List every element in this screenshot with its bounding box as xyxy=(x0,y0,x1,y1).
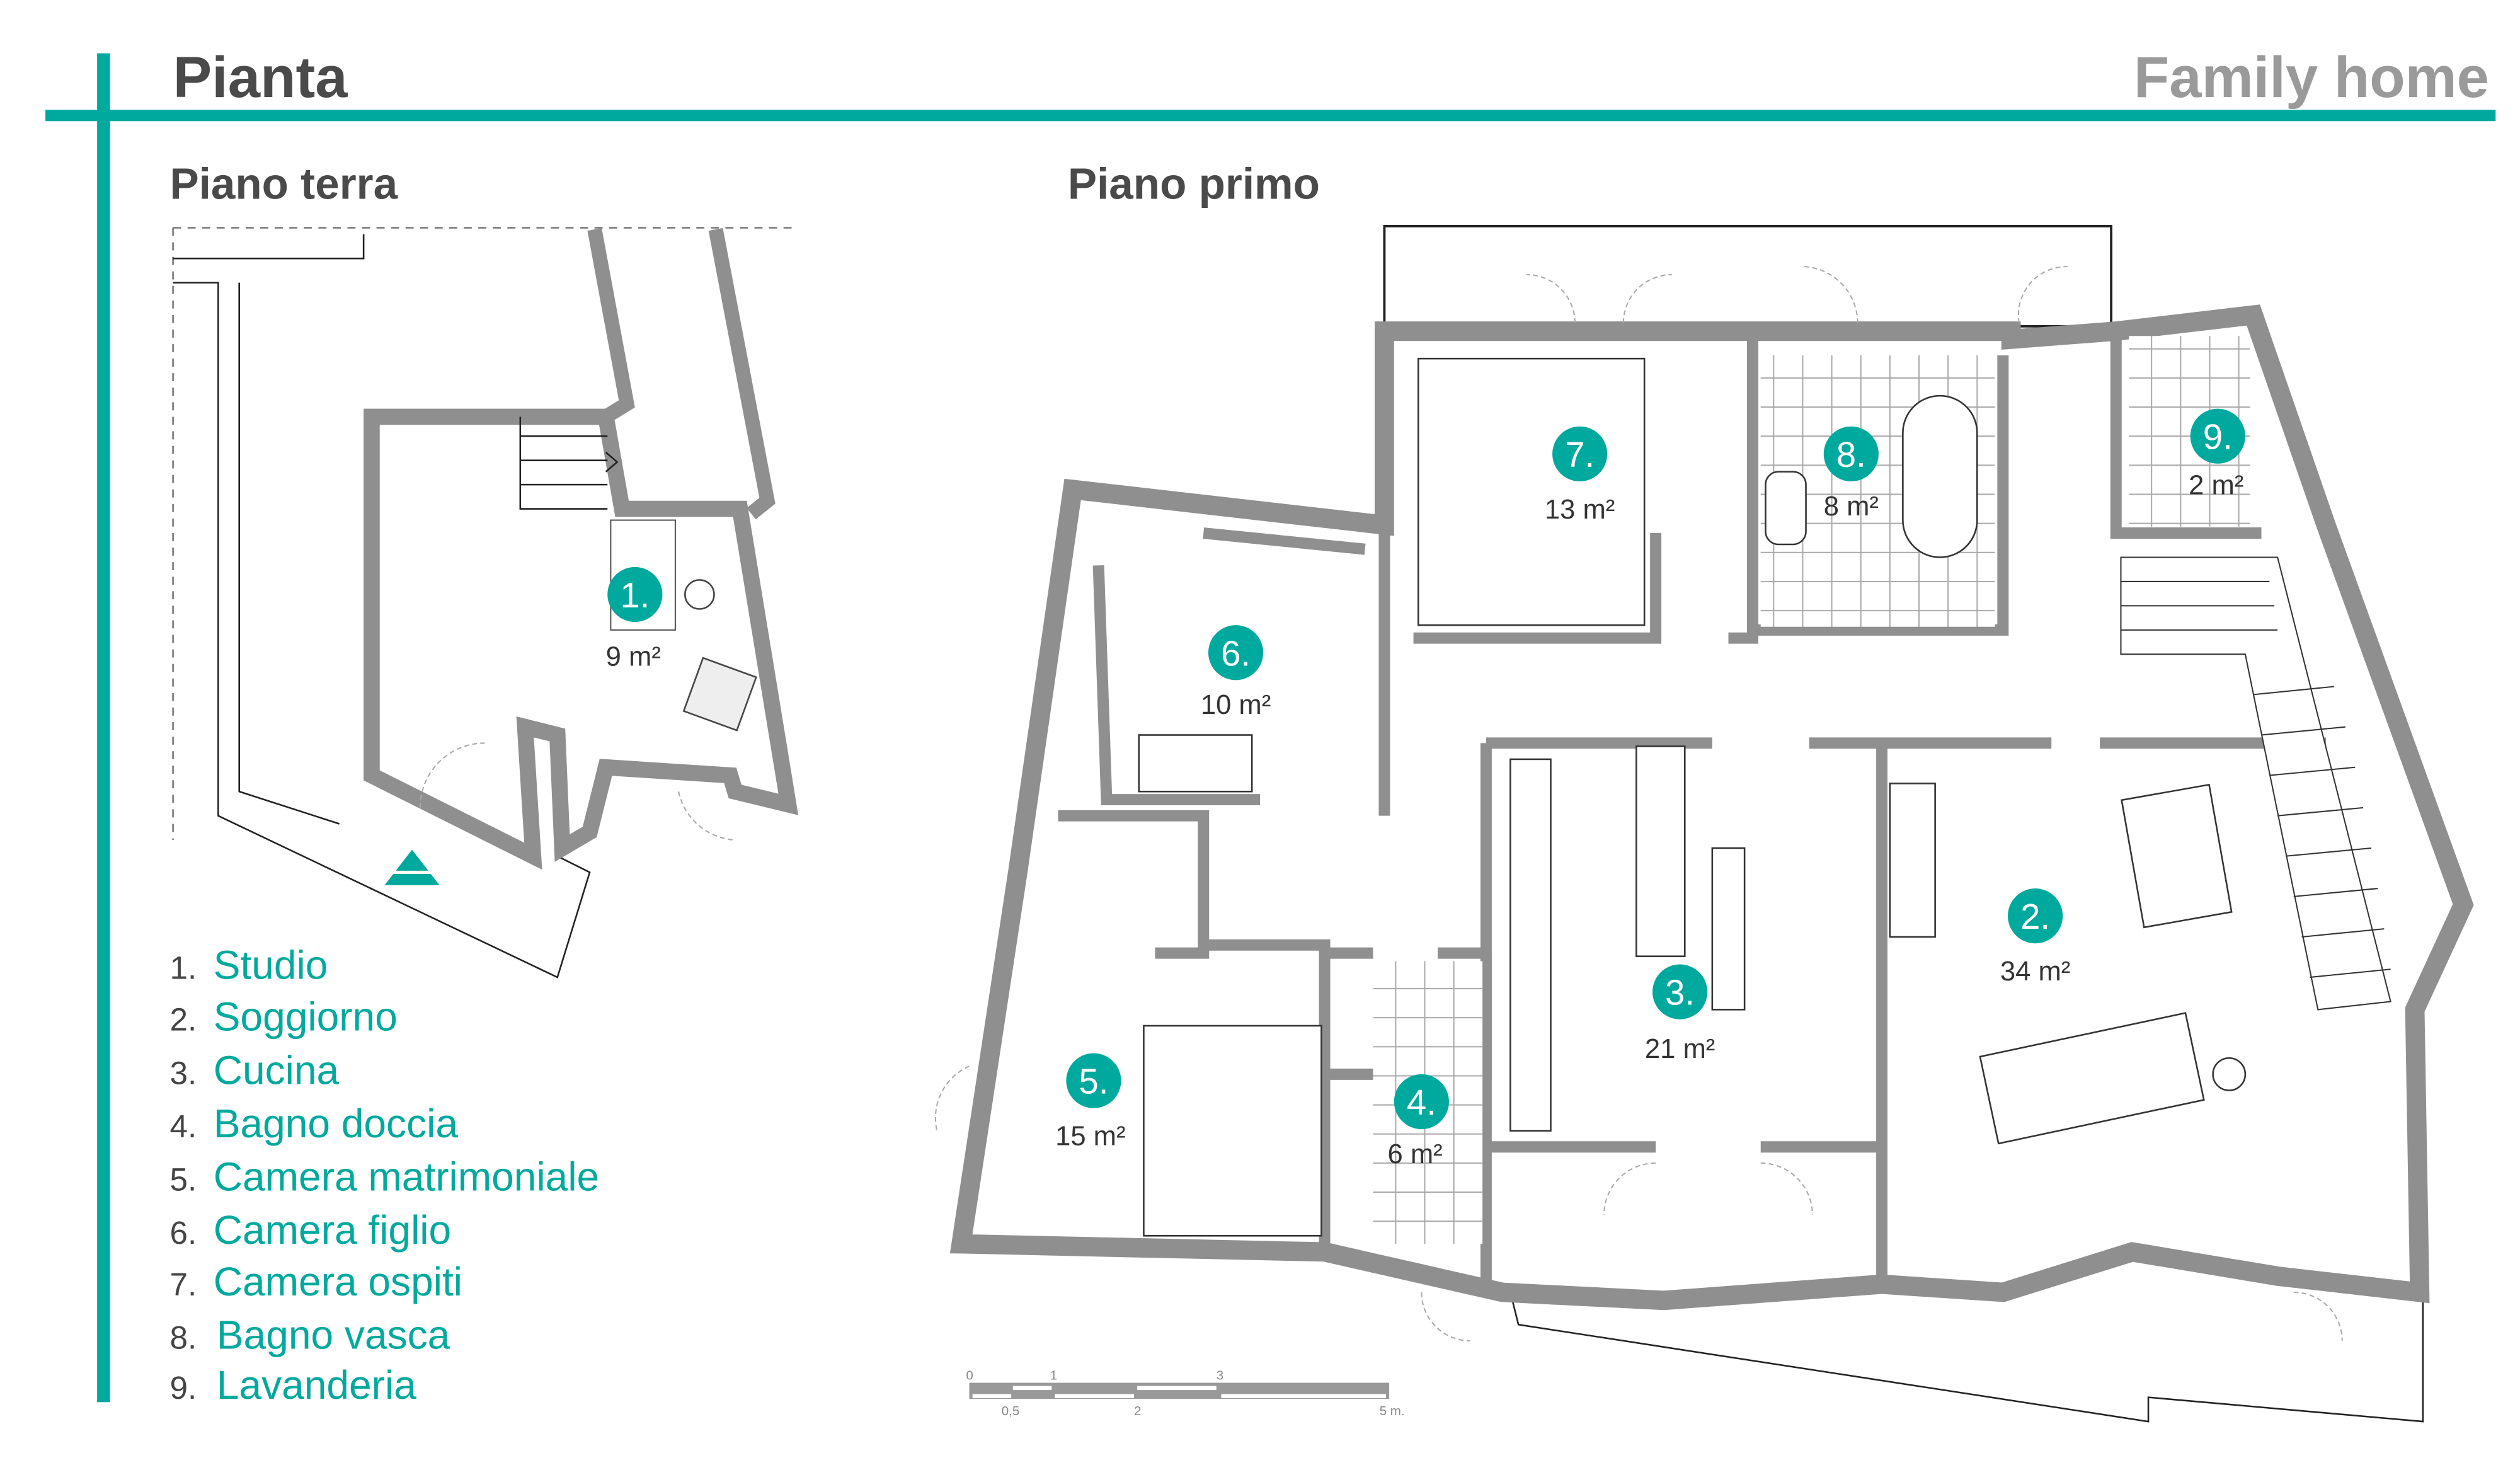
first-floor-plan xyxy=(934,225,2474,1423)
svg-text:5 m.: 5 m. xyxy=(1380,1404,1405,1418)
svg-text:Studio: Studio xyxy=(214,943,328,988)
room-marker-9: 9. 2 m² xyxy=(2189,408,2245,501)
room-legend: 1. Studio 2. Soggiorno 3. Cucina 4. Bagno do… xyxy=(169,943,599,1408)
legend-item: 2. Soggiorno xyxy=(169,994,397,1040)
svg-text:7.: 7. xyxy=(1565,435,1595,474)
svg-text:9.: 9. xyxy=(169,1370,197,1406)
svg-text:6.: 6. xyxy=(169,1215,197,1251)
svg-text:Lavanderia: Lavanderia xyxy=(217,1362,416,1408)
svg-text:2 m²: 2 m² xyxy=(2189,471,2243,501)
svg-text:3.: 3. xyxy=(1665,973,1695,1013)
page-title: Pianta xyxy=(173,44,348,110)
svg-text:2.: 2. xyxy=(2020,897,2050,936)
svg-text:Bagno doccia: Bagno doccia xyxy=(214,1101,459,1146)
project-title: Family home xyxy=(2134,44,2489,110)
scale-bar: 0 1 3 0,5 2 5 m. xyxy=(966,1368,1404,1418)
legend-item: 7. Camera ospiti xyxy=(169,1259,462,1304)
room-marker-5: 5. 15 m² xyxy=(1055,1053,1126,1152)
first-floor-heading: Piano primo xyxy=(1068,159,1320,208)
svg-text:8 m²: 8 m² xyxy=(1824,491,1879,522)
room-marker-7: 7. 13 m² xyxy=(1545,426,1615,525)
svg-text:4.: 4. xyxy=(1407,1082,1436,1122)
entrance-arrow-icon xyxy=(384,849,440,885)
svg-text:3.: 3. xyxy=(169,1055,197,1091)
legend-item: 1. Studio xyxy=(169,943,328,988)
svg-text:13 m²: 13 m² xyxy=(1545,495,1615,525)
svg-text:Camera figlio: Camera figlio xyxy=(214,1207,452,1253)
svg-text:Camera matrimoniale: Camera matrimoniale xyxy=(214,1154,600,1199)
legend-item: 9. Lavanderia xyxy=(169,1362,416,1408)
svg-text:7.: 7. xyxy=(169,1266,197,1302)
svg-text:5.: 5. xyxy=(1079,1062,1108,1101)
svg-text:5.: 5. xyxy=(169,1161,197,1197)
svg-text:9.: 9. xyxy=(2203,417,2233,457)
svg-text:10 m²: 10 m² xyxy=(1201,690,1271,720)
room-marker-1: 1. 9 m² xyxy=(606,566,663,672)
svg-text:1.: 1. xyxy=(620,575,650,615)
svg-text:8.: 8. xyxy=(1836,435,1866,474)
svg-text:Bagno vasca: Bagno vasca xyxy=(217,1312,450,1358)
svg-text:2: 2 xyxy=(1134,1404,1141,1418)
ground-floor-heading: Piano terra xyxy=(169,159,398,208)
svg-text:1.: 1. xyxy=(169,950,197,986)
svg-text:4.: 4. xyxy=(169,1108,197,1144)
legend-item: 6. Camera figlio xyxy=(169,1207,451,1253)
svg-text:0,5: 0,5 xyxy=(1002,1404,1020,1418)
svg-text:21 m²: 21 m² xyxy=(1645,1034,1715,1064)
room-marker-8: 8. 8 m² xyxy=(1824,426,1879,522)
legend-item: 3. Cucina xyxy=(169,1047,339,1093)
legend-item: 8. Bagno vasca xyxy=(169,1312,450,1358)
svg-text:Cucina: Cucina xyxy=(214,1047,340,1093)
accent-vertical-bar xyxy=(97,53,110,1403)
svg-text:34 m²: 34 m² xyxy=(2000,956,2070,987)
svg-text:8.: 8. xyxy=(169,1320,197,1356)
svg-text:9 m²: 9 m² xyxy=(606,641,661,672)
legend-item: 5. Camera matrimoniale xyxy=(169,1154,599,1199)
ground-floor-plan xyxy=(172,227,799,979)
svg-text:6 m²: 6 m² xyxy=(1388,1139,1443,1169)
svg-text:15 m²: 15 m² xyxy=(1055,1122,1125,1152)
room-marker-4: 4. 6 m² xyxy=(1388,1074,1449,1169)
svg-text:Camera ospiti: Camera ospiti xyxy=(214,1259,462,1304)
svg-text:3: 3 xyxy=(1217,1368,1223,1382)
svg-text:2.: 2. xyxy=(169,1002,197,1038)
svg-text:0: 0 xyxy=(966,1368,973,1382)
room-marker-3: 3. 21 m² xyxy=(1645,964,1715,1064)
legend-item: 4. Bagno doccia xyxy=(169,1101,458,1146)
svg-text:Soggiorno: Soggiorno xyxy=(214,994,398,1040)
accent-horizontal-bar xyxy=(45,110,2496,122)
room-marker-2: 2. 34 m² xyxy=(2000,888,2070,987)
room-marker-6: 6. 10 m² xyxy=(1201,625,1271,720)
svg-text:6.: 6. xyxy=(1221,633,1251,673)
svg-text:1: 1 xyxy=(1050,1368,1057,1382)
